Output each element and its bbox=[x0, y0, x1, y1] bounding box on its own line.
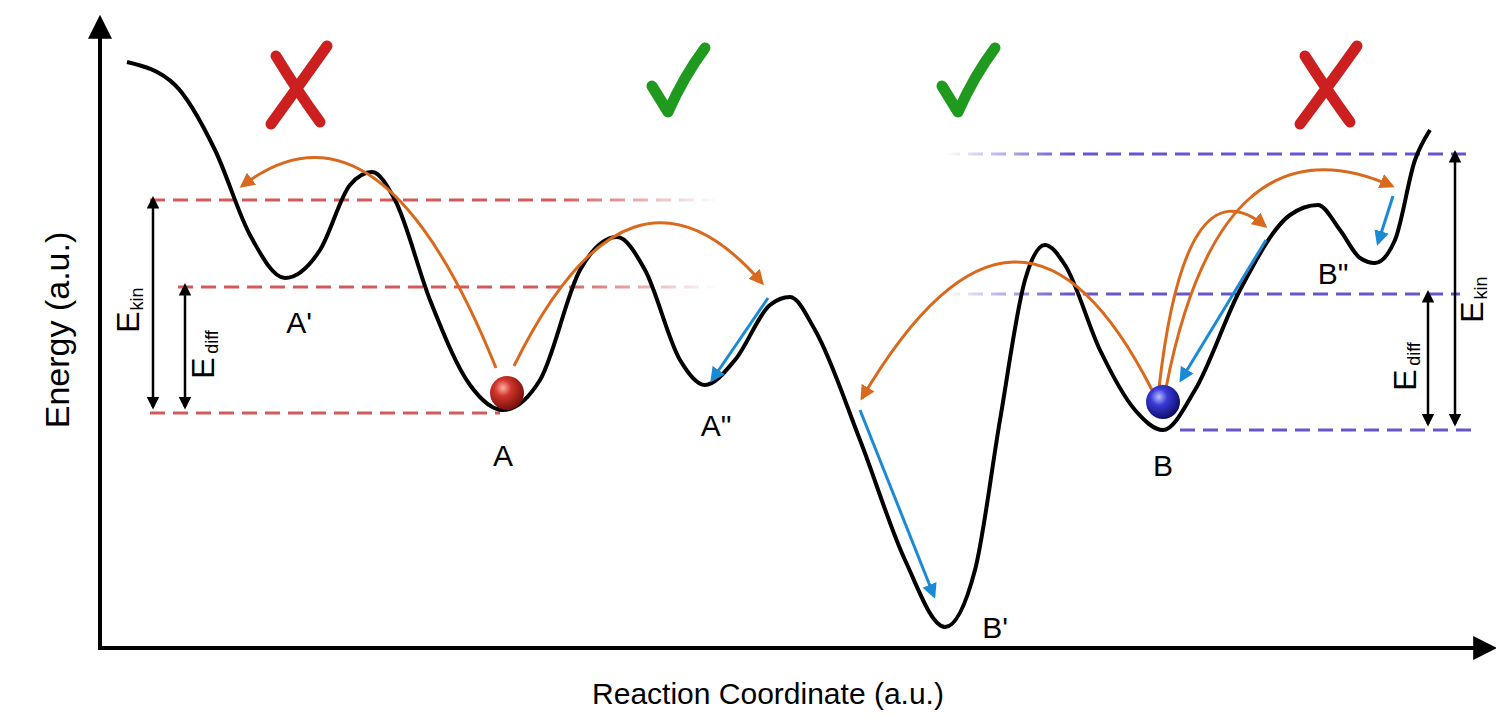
state-label: B' bbox=[982, 613, 1008, 643]
energy-subscript: diff bbox=[1405, 342, 1423, 366]
relax-arrows bbox=[712, 196, 1393, 596]
state-label: A" bbox=[701, 411, 732, 441]
relax-arrow bbox=[1378, 196, 1393, 243]
check-mark bbox=[942, 48, 995, 112]
state-label: A bbox=[493, 441, 513, 471]
dashed-level bbox=[1180, 429, 1476, 432]
relax-arrow bbox=[712, 298, 768, 380]
hop-arrow bbox=[1166, 170, 1392, 388]
cross-mark bbox=[271, 46, 327, 124]
axes bbox=[98, 34, 1478, 648]
energy-symbol: E bbox=[187, 357, 219, 378]
hop-arrow bbox=[1159, 211, 1265, 388]
cross-stroke bbox=[1300, 46, 1357, 124]
energy-symbol: E bbox=[112, 311, 144, 332]
cross-stroke bbox=[271, 46, 327, 124]
dashed-level bbox=[945, 153, 1466, 156]
axis-title: Energy (a.u.) bbox=[40, 232, 74, 429]
energy-subscript: kin bbox=[128, 287, 146, 310]
axis-title: Reaction Coordinate (a.u.) bbox=[592, 679, 944, 709]
state-label: B" bbox=[1318, 259, 1349, 289]
dashed-level bbox=[150, 412, 500, 415]
double-arrow bbox=[1427, 300, 1430, 424]
hop-arrow bbox=[242, 157, 496, 368]
y-axis bbox=[98, 34, 102, 648]
energy-symbol: E bbox=[1389, 369, 1421, 390]
state-label: A' bbox=[286, 308, 312, 338]
energy-subscript: diff bbox=[203, 330, 221, 354]
particle-ball bbox=[1146, 385, 1180, 419]
hop-arrow bbox=[514, 223, 762, 366]
reference-levels bbox=[150, 154, 1476, 430]
dashed-level bbox=[178, 286, 718, 289]
particle-ball bbox=[490, 376, 524, 410]
energy-arrows bbox=[153, 160, 1455, 424]
relax-arrow bbox=[860, 410, 934, 596]
double-arrow bbox=[184, 293, 187, 407]
double-arrow bbox=[1454, 160, 1457, 424]
hop-arrows bbox=[242, 157, 1392, 398]
double-arrow bbox=[152, 206, 155, 407]
energy-symbol: E bbox=[1456, 301, 1488, 322]
verdict-marks bbox=[271, 46, 1357, 124]
energy-subscript: kin bbox=[1472, 276, 1490, 299]
check-mark bbox=[652, 48, 705, 112]
relax-arrow bbox=[1181, 240, 1266, 380]
hop-arrow bbox=[862, 262, 1152, 398]
cross-mark bbox=[1300, 46, 1357, 124]
x-axis bbox=[98, 646, 1478, 650]
potential-energy-curve bbox=[127, 62, 1430, 627]
state-label: B bbox=[1153, 451, 1173, 481]
